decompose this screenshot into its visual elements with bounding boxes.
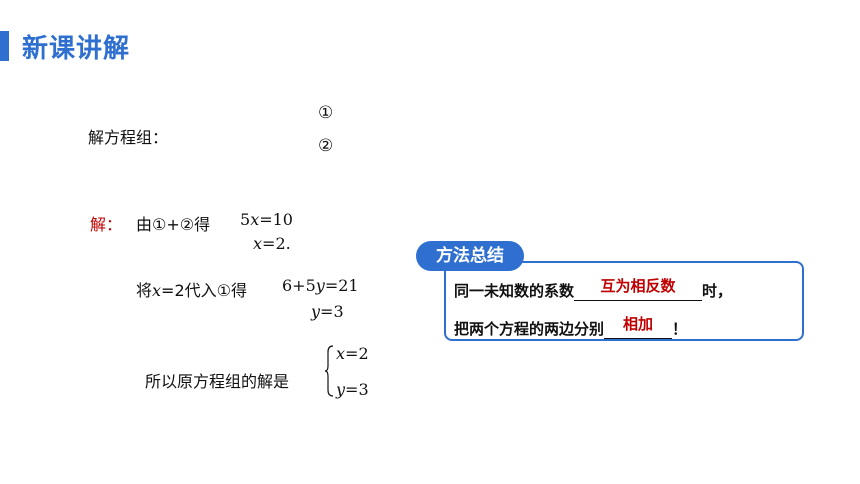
solution-y: y=3 — [336, 380, 369, 399]
step1-result-rhs: =2. — [262, 234, 291, 253]
step2-expr-rhs: =21 — [324, 276, 359, 295]
method-line1-blank: 互为相反数 — [574, 277, 703, 301]
method-line2-suffix: ！ — [672, 320, 688, 338]
method-line2-answer: 相加 — [623, 315, 654, 333]
solution-x-var: x — [336, 344, 346, 363]
step1-text: 由①+②得 — [136, 215, 211, 234]
step1-coef: 5 — [240, 210, 251, 229]
step2-text: 将x=2代入①得 — [136, 277, 247, 301]
step2-result-var: y — [311, 302, 321, 321]
left-brace — [324, 345, 334, 397]
step2-var: x — [152, 281, 162, 300]
method-line1-suffix: 时， — [702, 282, 733, 300]
conclusion-text: 所以原方程组的解是 — [145, 372, 290, 391]
method-line2-blank: 相加 — [604, 315, 673, 339]
step1-var: x — [250, 210, 260, 229]
method-line1-prefix: 同一未知数的系数 — [454, 282, 575, 300]
solution-y-var: y — [336, 380, 346, 399]
step2-expr-var: y — [315, 276, 325, 295]
step2-prefix: 将 — [136, 281, 153, 300]
solution-x-rhs: =2 — [345, 344, 369, 363]
header-accent-bar — [0, 31, 9, 61]
page-title: 新课讲解 — [22, 34, 131, 64]
step2-expr-prefix: 6+5 — [282, 276, 316, 295]
step1-result-var: x — [253, 234, 263, 253]
step2-equation: 6+5y=21 — [282, 276, 359, 295]
equation-2-marker: ② — [318, 136, 334, 156]
solution-label: 解： — [90, 215, 123, 234]
step2-result-rhs: =3 — [320, 302, 344, 321]
solution-x: x=2 — [336, 344, 369, 363]
method-line-1: 同一未知数的系数 互为相反数 时， — [454, 277, 733, 301]
step2-result: y=3 — [311, 302, 344, 321]
step1-equation: 5x=10 — [240, 210, 293, 229]
step1-rhs: =10 — [259, 210, 293, 229]
method-line1-answer: 互为相反数 — [600, 277, 676, 295]
equation-1-marker: ① — [318, 103, 334, 123]
method-summary-tag: 方法总结 — [416, 241, 524, 271]
method-line2-prefix: 把两个方程的两边分别 — [454, 320, 605, 338]
problem-label: 解方程组： — [88, 128, 169, 147]
method-line-2: 把两个方程的两边分别相加 ！ — [454, 315, 688, 339]
step2-mid: =2代入①得 — [161, 281, 247, 300]
step1-result: x=2. — [253, 234, 291, 253]
solution-y-rhs: =3 — [345, 380, 369, 399]
method-summary-box — [444, 261, 804, 341]
